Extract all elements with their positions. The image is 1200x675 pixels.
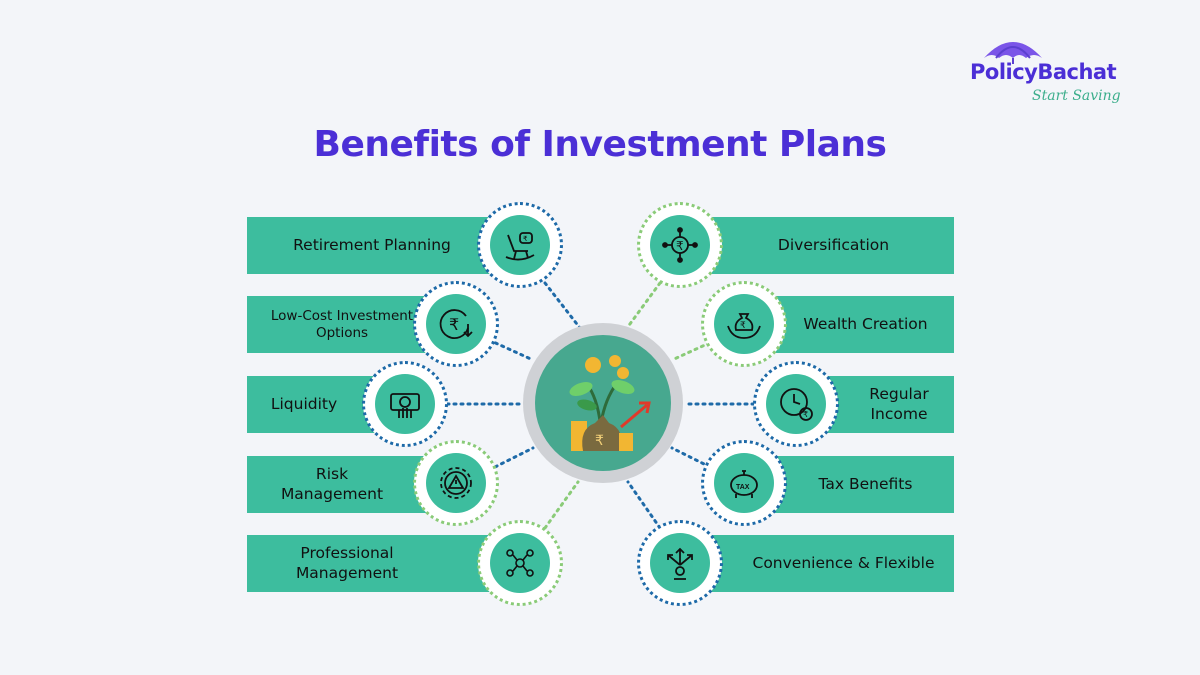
node-regular-income: ₹ <box>753 361 839 447</box>
benefit-label: Convenience & Flexible <box>752 553 935 572</box>
benefit-label: Retirement Planning <box>293 235 451 254</box>
node-low-cost: ₹ <box>413 281 499 367</box>
svg-text:₹: ₹ <box>676 239 684 253</box>
node-risk <box>413 440 499 526</box>
svg-text:TAX: TAX <box>736 484 750 491</box>
brand-logo[interactable]: PolicyBachat Start Saving <box>970 34 1130 114</box>
benefit-wealth-creation: Wealth Creation <box>765 296 954 353</box>
benefit-professional-management: Professional Management <box>247 535 497 592</box>
benefit-label: Tax Benefits <box>818 474 913 493</box>
benefit-label: Regular Income <box>869 385 929 423</box>
cash-hand-icon <box>390 393 420 418</box>
brand-name: PolicyBachat <box>970 60 1117 84</box>
benefit-tax-benefits: Tax Benefits <box>765 456 954 513</box>
benefit-label: Low-Cost Investment Options <box>270 307 414 341</box>
node-tax: TAX <box>701 440 787 526</box>
clock-coins-icon: ₹ <box>780 388 813 421</box>
benefit-label: Wealth Creation <box>803 314 928 333</box>
benefit-convenience-flexible: Convenience & Flexible <box>703 535 954 592</box>
rocking-chair-icon: ₹ <box>505 232 535 261</box>
rupee-down-icon: ₹ <box>439 309 473 339</box>
svg-text:₹: ₹ <box>595 432 604 448</box>
arrows-options-icon <box>667 547 693 580</box>
rupee-network-icon: ₹ <box>662 227 698 263</box>
team-network-icon <box>506 549 534 577</box>
benefit-label: Diversification <box>777 235 890 254</box>
svg-text:₹: ₹ <box>803 410 808 419</box>
benefit-label: Professional Management <box>295 544 399 582</box>
node-diversification: ₹ <box>637 202 723 288</box>
benefit-diversification: Diversification <box>703 217 954 274</box>
benefit-label: Risk Management <box>280 465 384 503</box>
benefit-risk-management: Risk Management <box>247 456 437 513</box>
node-wealth: ₹ <box>701 281 787 367</box>
central-hub: ₹ <box>523 323 683 483</box>
money-plant-icon: ₹ <box>569 355 651 451</box>
page-title: Benefits of Investment Plans <box>313 124 887 165</box>
benefit-low-cost-investment: Low-Cost Investment Options <box>247 296 437 353</box>
benefit-label: Liquidity <box>270 394 338 413</box>
gear-warning-icon <box>440 467 472 499</box>
node-professional <box>477 520 563 606</box>
umbrella-icon <box>984 42 1042 64</box>
svg-text:₹: ₹ <box>523 235 528 243</box>
svg-text:₹: ₹ <box>740 320 746 330</box>
brand-tagline: Start Saving <box>1032 88 1121 104</box>
svg-text:₹: ₹ <box>449 317 459 334</box>
money-bag-hands-icon: ₹ <box>727 313 761 339</box>
node-convenience <box>637 520 723 606</box>
node-retirement: ₹ <box>477 202 563 288</box>
node-liquidity <box>362 361 448 447</box>
piggy-bank-tax-icon: TAX <box>730 470 758 498</box>
benefit-retirement-planning: Retirement Planning <box>247 217 497 274</box>
